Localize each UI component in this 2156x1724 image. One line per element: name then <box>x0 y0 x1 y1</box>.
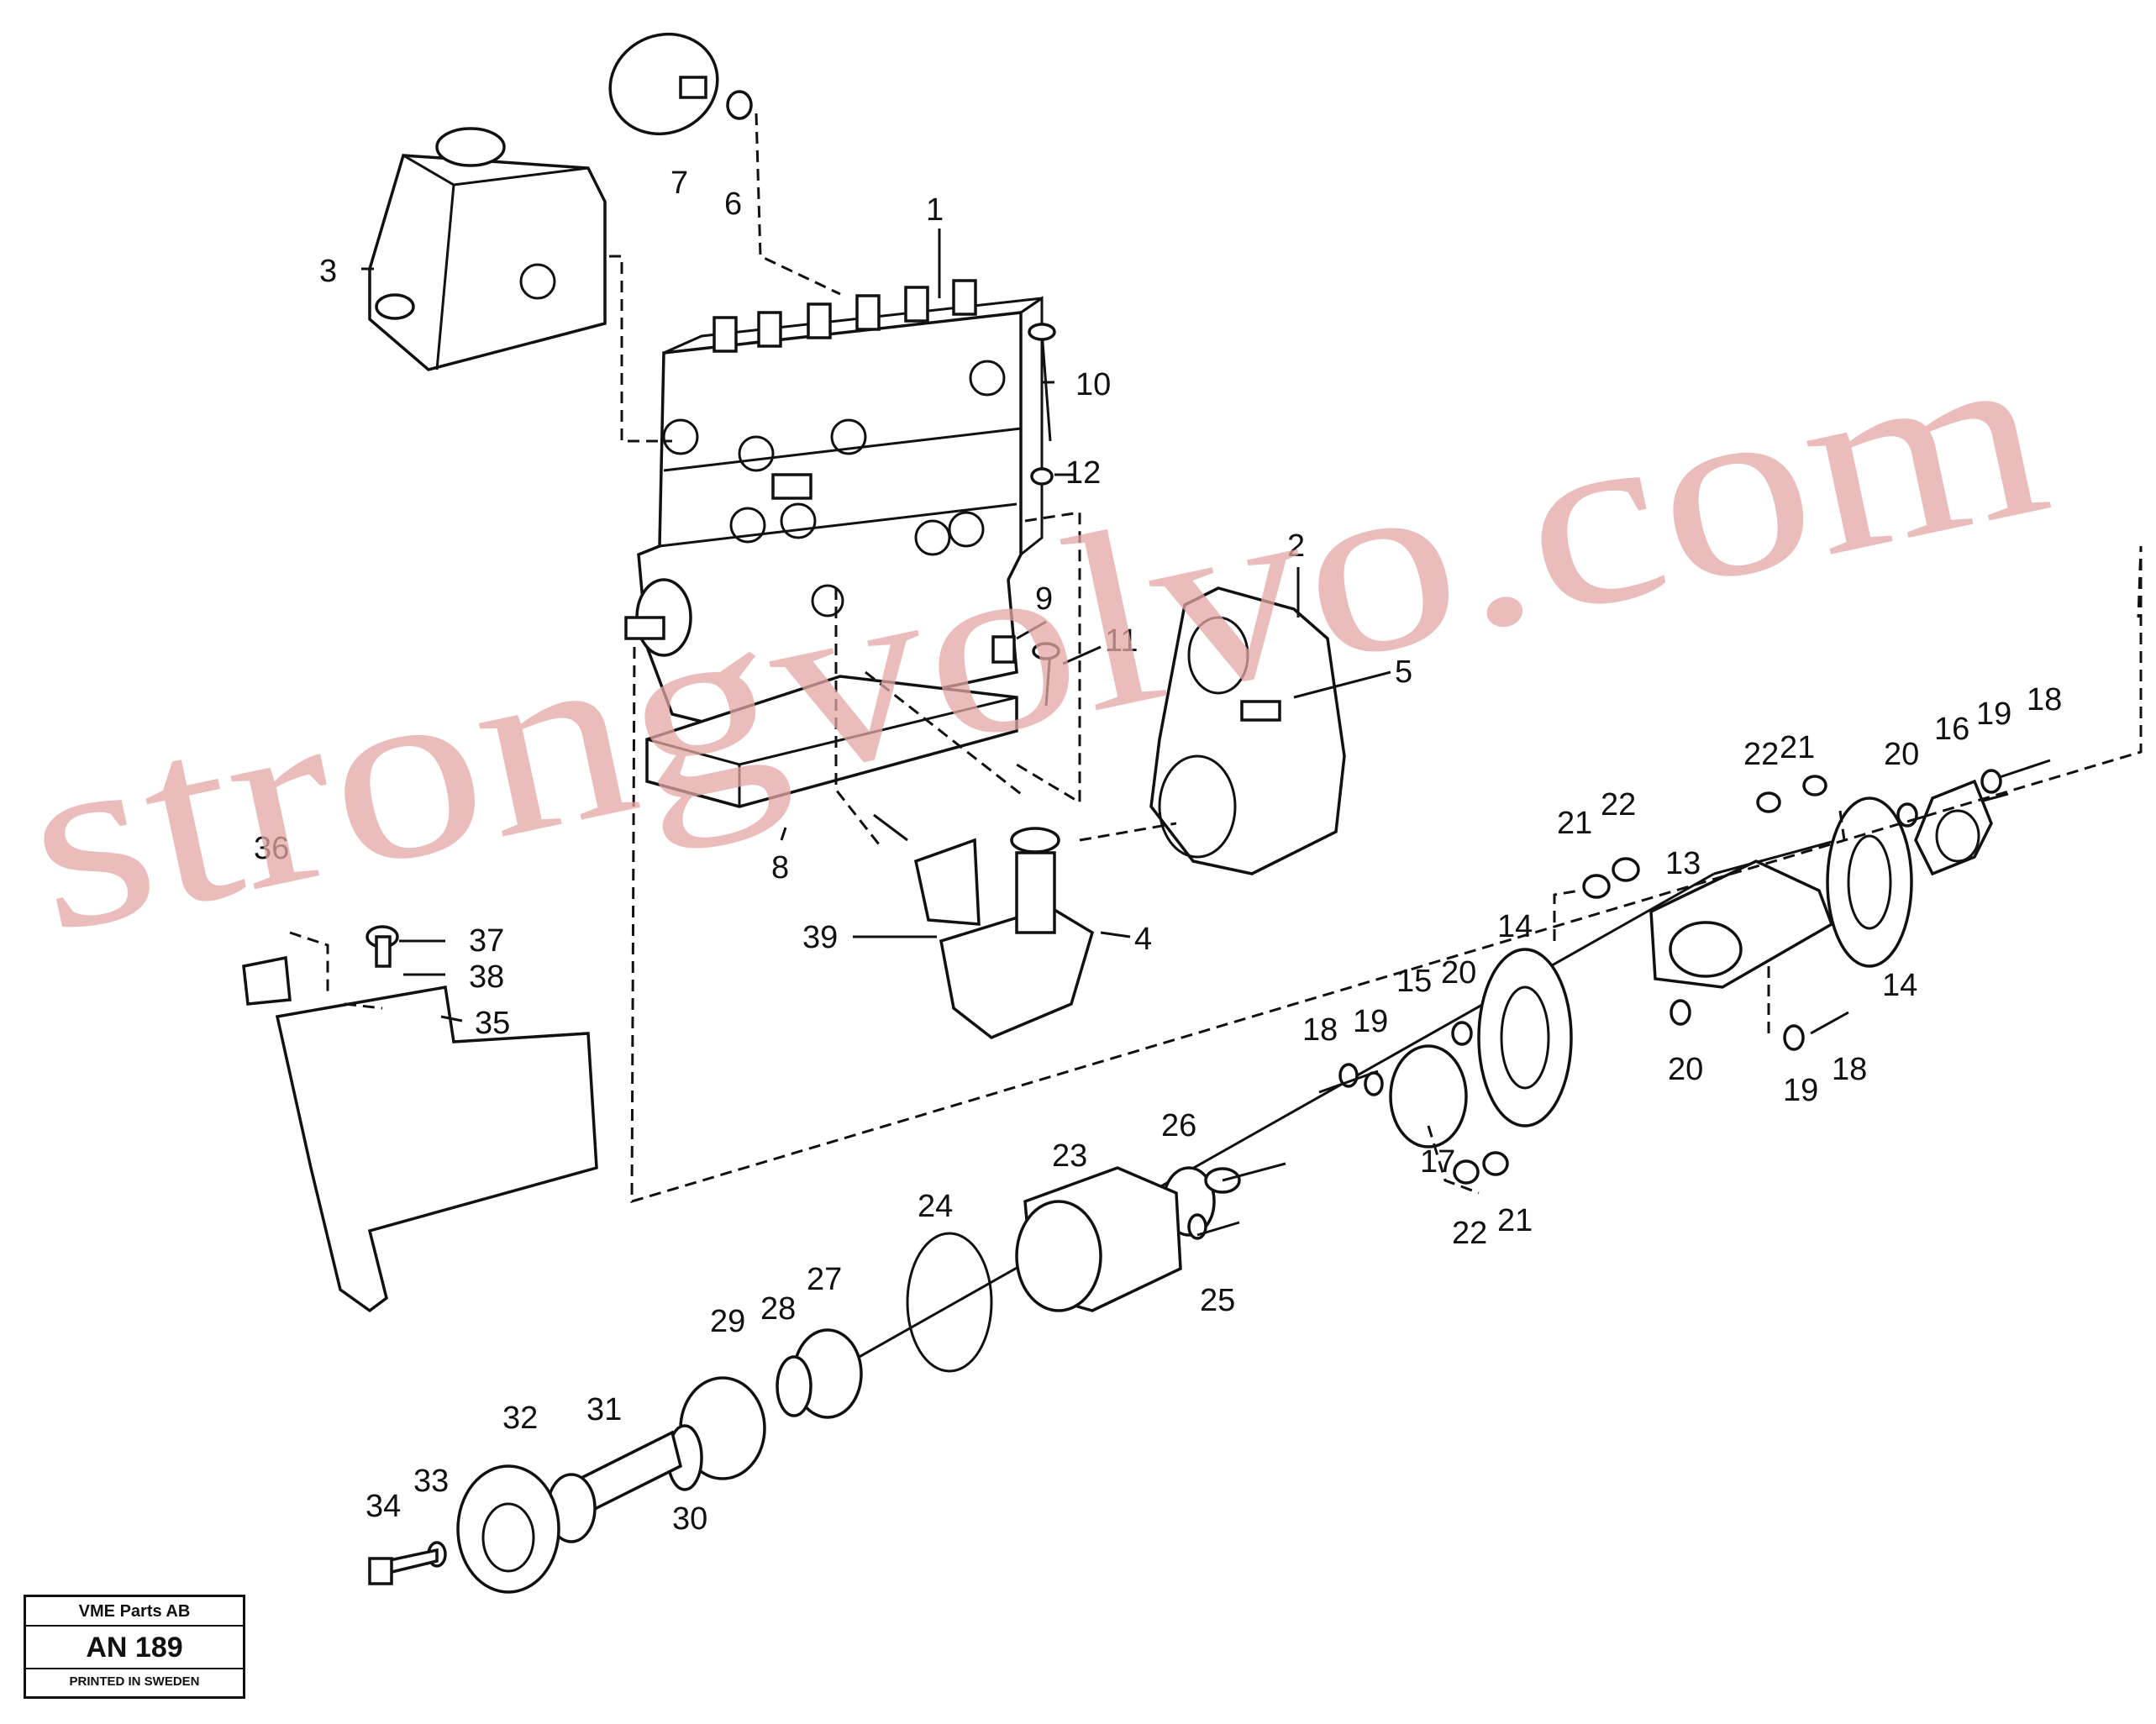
callout-11: 11 <box>1105 623 1138 659</box>
stamp-company: VME Parts AB <box>26 1597 243 1627</box>
callout-4: 4 <box>1134 922 1152 957</box>
callout-35: 35 <box>475 1006 510 1041</box>
fasteners <box>873 323 2051 1240</box>
assembly-lines <box>289 113 2143 1204</box>
callout-38: 38 <box>469 959 504 995</box>
callout-32: 32 <box>502 1401 538 1436</box>
callout-20c: 20 <box>1884 737 1919 772</box>
callout-8: 8 <box>771 850 789 886</box>
bracket <box>242 925 598 1313</box>
callout-1: 1 <box>926 192 944 228</box>
callout-24: 24 <box>918 1189 953 1224</box>
callout-3: 3 <box>319 254 337 289</box>
callout-16: 16 <box>1934 712 1969 747</box>
callout-36: 36 <box>254 831 289 866</box>
callout-15: 15 <box>1396 964 1432 999</box>
callout-21c: 21 <box>1497 1203 1533 1238</box>
callout-23: 23 <box>1052 1138 1087 1174</box>
governor-housing <box>1149 586 1346 875</box>
callout-39: 39 <box>802 920 838 955</box>
callout-19c: 19 <box>1976 696 2011 732</box>
governor-cover <box>368 127 607 371</box>
drive-shaft-axis <box>368 779 2009 1594</box>
publisher-stamp: VME Parts AB AN 189 PRINTED IN SWEDEN <box>24 1595 245 1699</box>
callout-25: 25 <box>1200 1283 1235 1318</box>
leader-lines <box>361 229 1391 1022</box>
callout-19a: 19 <box>1353 1004 1388 1039</box>
callout-21a: 21 <box>1557 806 1592 841</box>
callout-20a: 20 <box>1441 955 1476 991</box>
callout-37: 37 <box>469 923 504 959</box>
callout-18c: 18 <box>2027 682 2062 717</box>
callout-29: 29 <box>710 1304 745 1339</box>
callout-31: 31 <box>586 1392 622 1427</box>
callout-28: 28 <box>760 1291 796 1327</box>
callout-14a: 14 <box>1497 909 1533 944</box>
callout-13: 13 <box>1665 846 1701 881</box>
callout-17: 17 <box>1420 1144 1455 1180</box>
callout-14b: 14 <box>1882 968 1917 1003</box>
callout-30: 30 <box>672 1501 707 1537</box>
callout-20b: 20 <box>1668 1052 1703 1087</box>
injection-pump-body <box>624 279 1044 733</box>
feed-pump <box>913 827 1095 1040</box>
callout-19b: 19 <box>1783 1073 1818 1108</box>
callout-5: 5 <box>1395 654 1412 690</box>
callout-18a: 18 <box>1302 1012 1338 1048</box>
diaphragm <box>608 32 753 136</box>
callout-6: 6 <box>724 187 742 222</box>
callout-10: 10 <box>1075 367 1111 402</box>
stamp-code: AN 189 <box>26 1627 243 1669</box>
callout-7: 7 <box>670 166 688 201</box>
callout-9: 9 <box>1035 581 1053 617</box>
part-callouts: 1 2 3 4 5 6 7 8 9 10 11 12 13 14 14 15 1… <box>254 166 2062 1537</box>
callout-26: 26 <box>1161 1108 1196 1143</box>
callout-33: 33 <box>413 1464 449 1499</box>
callout-22c: 22 <box>1452 1216 1487 1251</box>
callout-22b: 22 <box>1743 737 1779 772</box>
callout-22a: 22 <box>1601 787 1636 823</box>
callout-18b: 18 <box>1832 1052 1867 1087</box>
callout-27: 27 <box>807 1262 842 1297</box>
callout-12: 12 <box>1065 455 1101 491</box>
callout-34: 34 <box>365 1489 401 1524</box>
stamp-printed: PRINTED IN SWEDEN <box>69 1674 200 1689</box>
callout-21b: 21 <box>1780 730 1815 765</box>
callout-2: 2 <box>1287 528 1305 564</box>
